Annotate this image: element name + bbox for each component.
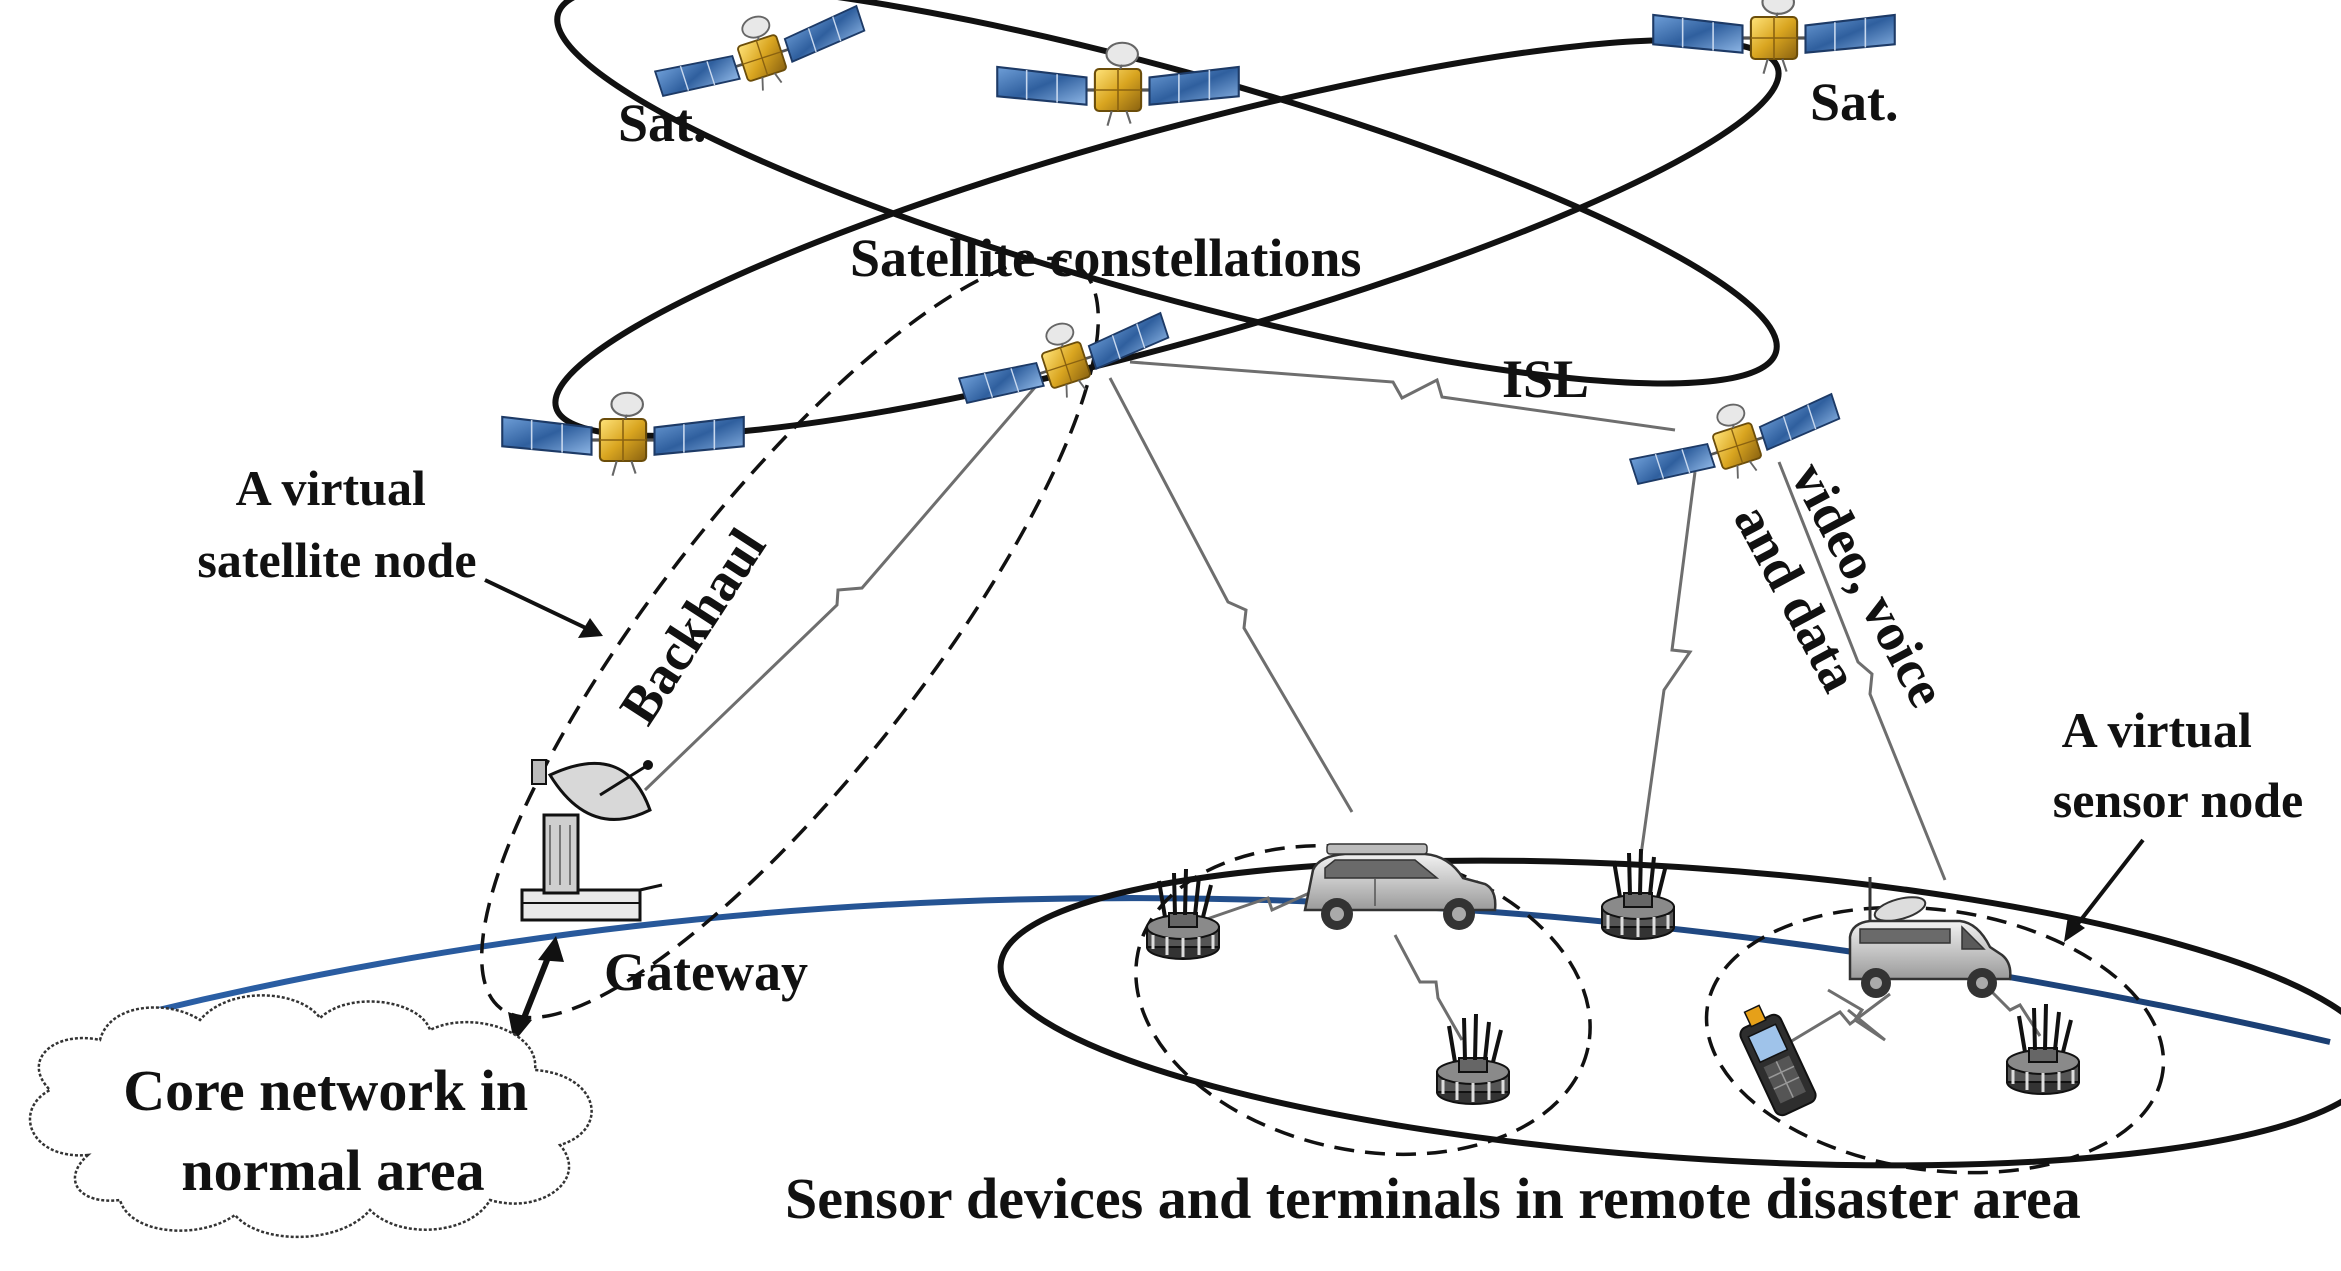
orbit-lower xyxy=(552,37,1782,439)
label-isl: ISL xyxy=(1502,349,1589,409)
handheld-terminal-icon xyxy=(1739,1004,1817,1117)
isl-link xyxy=(1129,360,1676,432)
label-virtual-satellite-node-line2: satellite node xyxy=(197,532,476,588)
label-backhaul: Backhaul xyxy=(608,518,778,734)
label-sat-left: Sat. xyxy=(618,93,707,153)
car-icon xyxy=(1303,843,1497,930)
satellite-icon xyxy=(995,41,1241,128)
label-virtual-sensor-node: A virtual sensor node xyxy=(2053,702,2304,828)
backhaul-link xyxy=(643,384,1039,792)
label-sensor-area: Sensor devices and terminals in remote d… xyxy=(785,1166,2081,1231)
label-gateway: Gateway xyxy=(604,942,808,1002)
cloud-shape xyxy=(28,994,593,1239)
car-to-sensor-link xyxy=(1174,888,1317,932)
label-virtual-sensor-node-line2: sensor node xyxy=(2053,772,2304,828)
sensor-device-icon xyxy=(2005,1002,2081,1096)
handheld-to-van-link xyxy=(1784,992,1891,1047)
satellite-dish-icon xyxy=(520,759,663,922)
satellite-icon xyxy=(951,291,1178,429)
downlink-left-cluster xyxy=(1108,377,1354,813)
label-satellite-constellations: Satellite constellations xyxy=(850,228,1361,288)
virtual-satellite-node-pointer xyxy=(484,578,603,638)
satellite-icon xyxy=(500,391,746,478)
label-core-network-line2: normal area xyxy=(181,1138,484,1203)
label-core-network-line1: Core network in xyxy=(123,1058,528,1123)
car-to-sensor-link-2 xyxy=(1393,934,1464,1041)
label-virtual-sensor-node-line1: A virtual xyxy=(2062,702,2252,758)
virtual-sensor-cluster-right xyxy=(1704,905,2166,1175)
sensor-area-boundary xyxy=(997,857,2341,1169)
label-core-network: Core network in normal area xyxy=(123,1058,542,1203)
gateway-core-arrow xyxy=(508,936,564,1042)
van-icon xyxy=(1848,877,2012,998)
virtual-sensor-node-pointer xyxy=(2064,838,2145,942)
label-virtual-satellite-node: A virtual satellite node xyxy=(197,460,476,588)
virtual-satellite-node-boundary xyxy=(479,256,1101,1020)
label-virtual-satellite-node-line1: A virtual xyxy=(236,460,426,516)
downlink-van xyxy=(1777,461,1947,881)
label-sat-right: Sat. xyxy=(1810,72,1899,132)
wireless-links xyxy=(643,360,2042,1047)
label-video-voice-data: video, voice and data xyxy=(1718,452,1964,761)
downlink-center-sensor xyxy=(1638,471,1697,863)
sensor-device-icon xyxy=(1435,1012,1511,1106)
van-to-sensor-link xyxy=(1983,983,2042,1037)
